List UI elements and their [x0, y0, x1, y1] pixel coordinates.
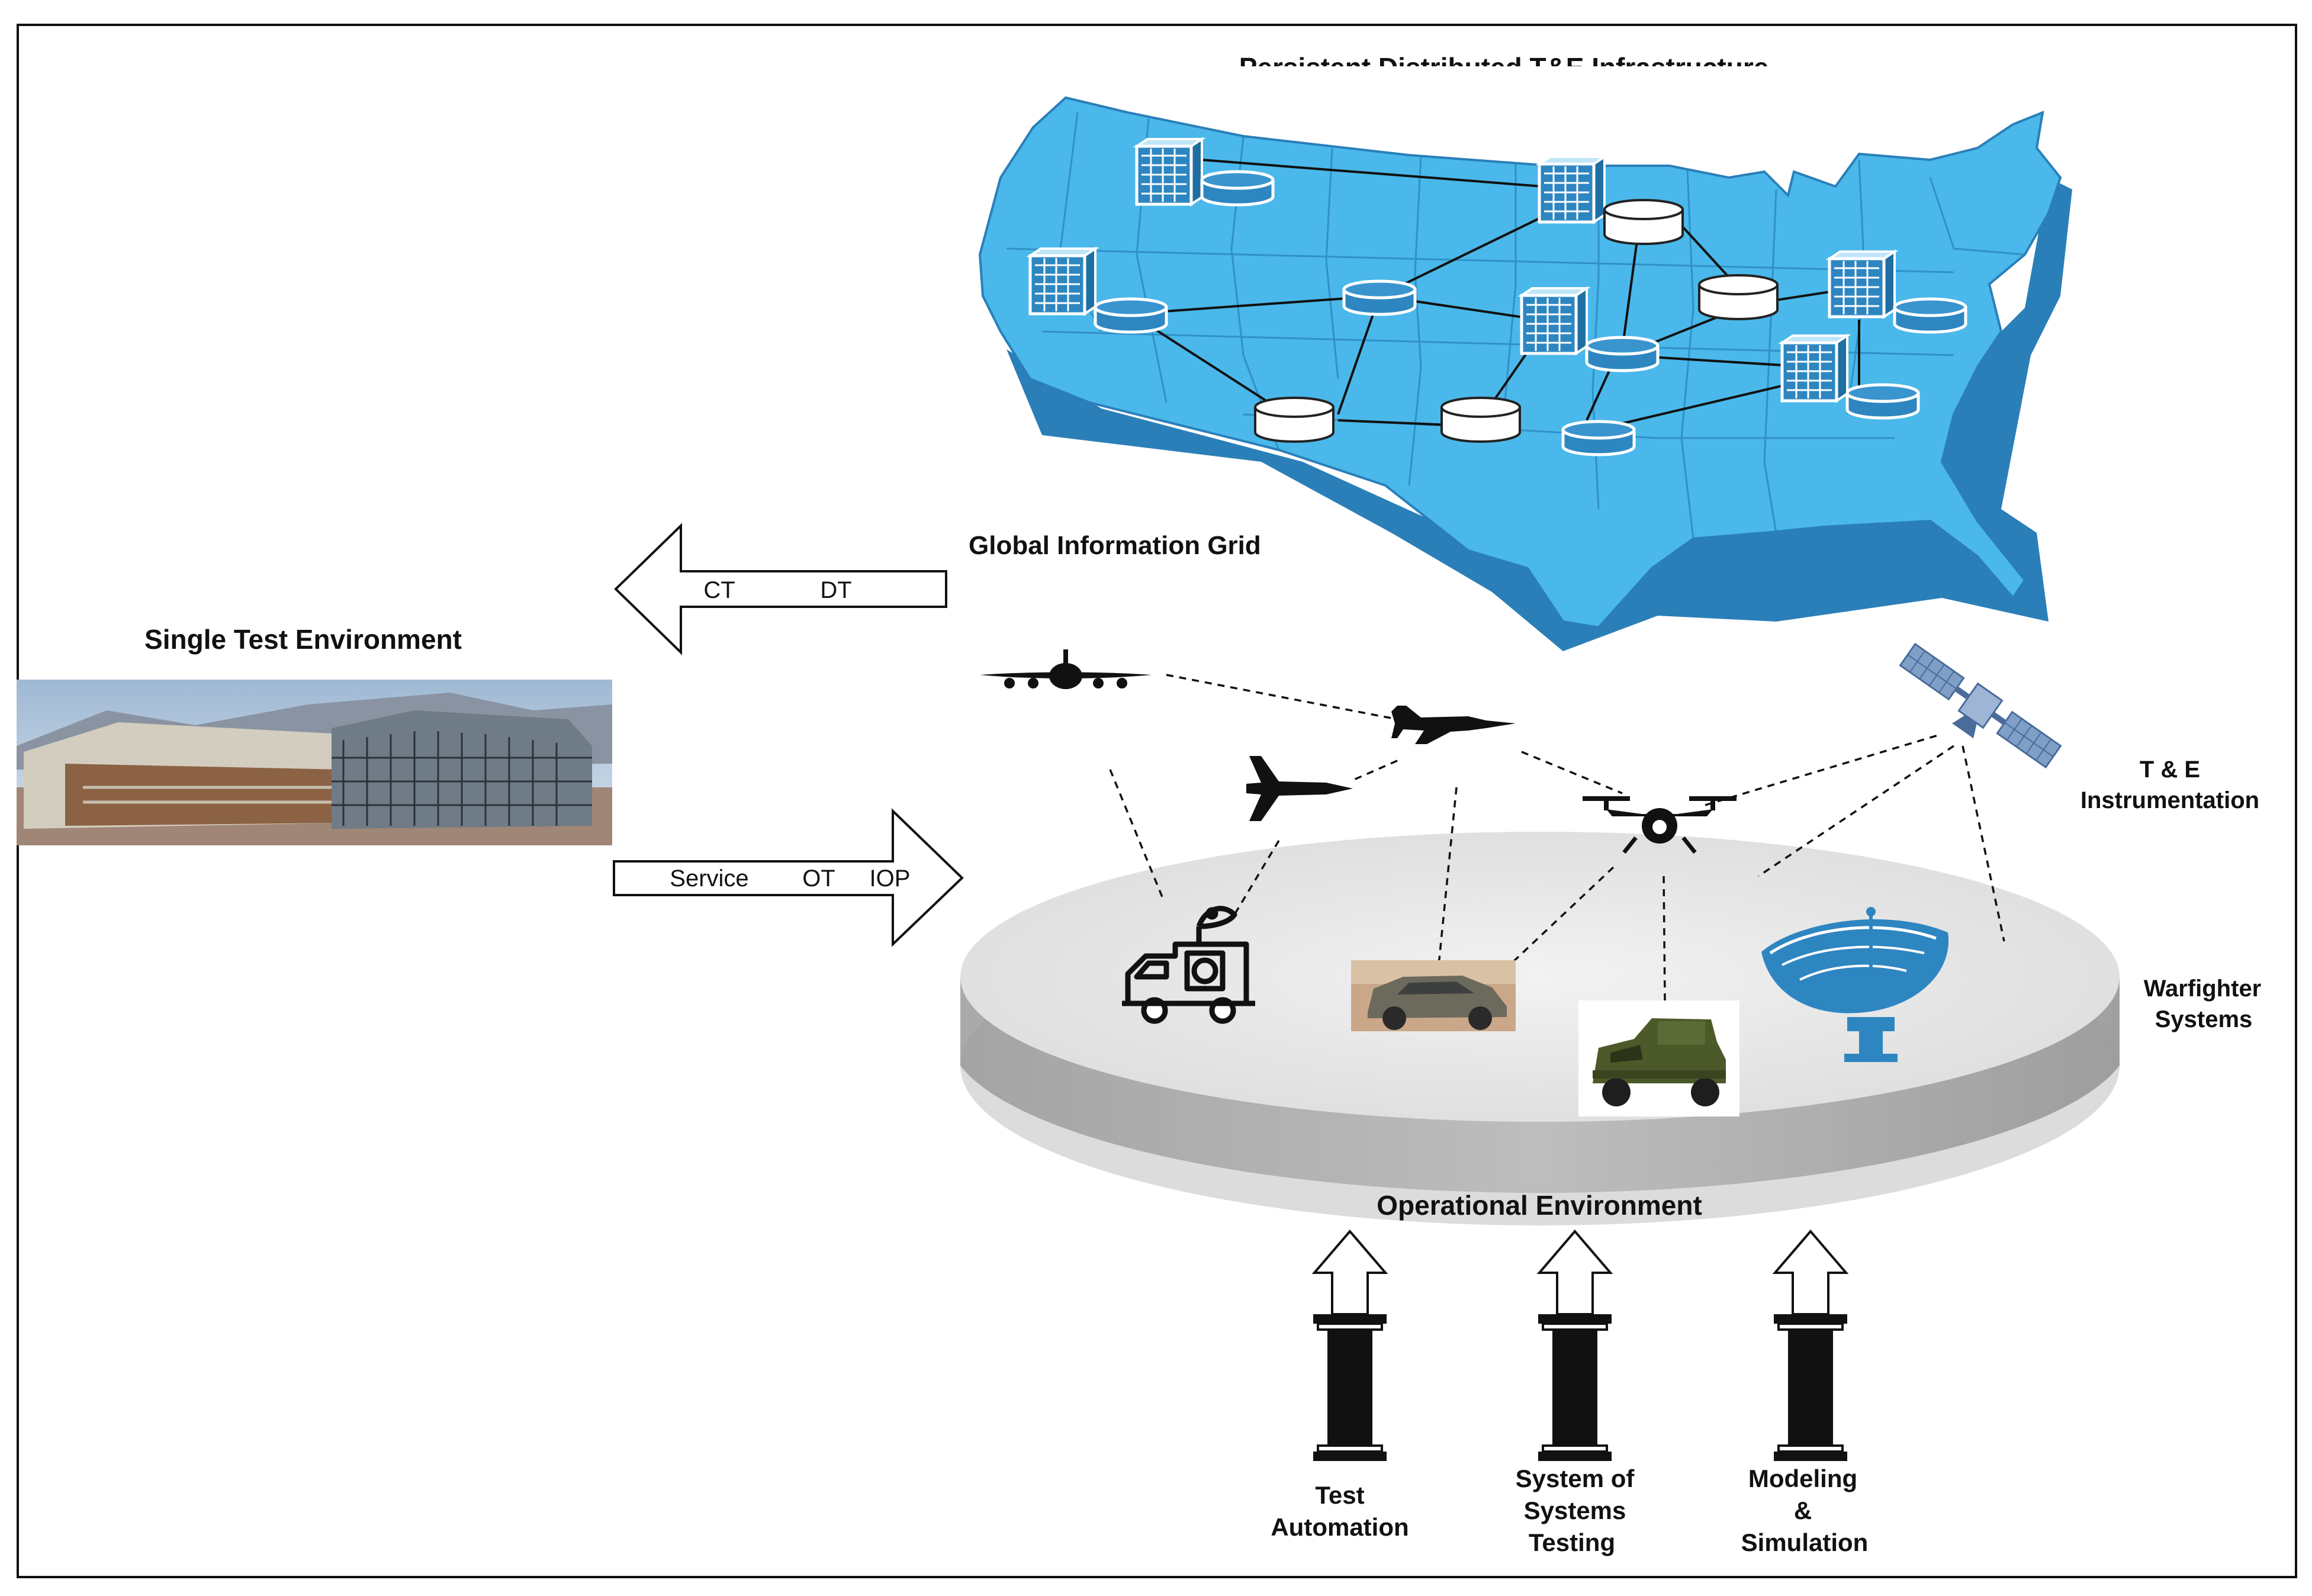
warfighter-label-line: Systems [2155, 1006, 2253, 1032]
database-icon [1587, 337, 1658, 371]
database-icon [1698, 274, 1779, 320]
pillar-label-line: Systems [1524, 1497, 1626, 1524]
pillar-label-line: Automation [1271, 1513, 1409, 1541]
fighter-jet-icon [1391, 706, 1516, 744]
drone-icon [1583, 796, 1737, 854]
satellite-icon [1899, 642, 2062, 769]
arrow-right-item: OT [802, 865, 835, 892]
database-icon [1254, 397, 1335, 443]
operational-environment-label: Operational Environment [1377, 1190, 1702, 1221]
server-rack-icon [1030, 249, 1095, 314]
arrow-right-item: IOP [870, 865, 911, 892]
pillar-test-automation: Test Automation [1271, 1230, 1409, 1541]
global-information-grid-label: Global Information Grid [969, 531, 1261, 560]
instrumentation-label-line: Instrumentation [2081, 787, 2259, 813]
arrow-left-item: DT [820, 577, 851, 603]
server-rack-icon [1829, 252, 1895, 317]
server-rack-icon [1137, 139, 1202, 204]
arrow-right-item: Service [670, 865, 748, 892]
pillar-label-line: System of [1516, 1465, 1635, 1492]
pillar-label-line: Simulation [1741, 1529, 1869, 1556]
arrow-left-item: CT [703, 577, 735, 603]
dashed-links [1109, 674, 2005, 1001]
database-icon [1895, 299, 1966, 332]
us-map [965, 66, 2130, 667]
pillar-label-line: Testing [1529, 1529, 1615, 1556]
fighter-jet-icon [1246, 756, 1353, 821]
pillar-label-line: Modeling [1748, 1465, 1857, 1492]
server-rack-icon [1522, 288, 1587, 353]
database-icon [1847, 385, 1918, 418]
pillar-modeling-simulation: Modeling & Simulation [1741, 1230, 1869, 1556]
suv-icon [1351, 960, 1516, 1031]
operational-platform [960, 832, 2120, 1225]
building-photo [17, 680, 612, 845]
database-icon [1202, 172, 1273, 205]
single-test-environment-label: Single Test Environment [144, 624, 462, 655]
pillar-label-line: & [1794, 1497, 1812, 1524]
airliner-icon [980, 649, 1152, 689]
server-rack-icon [1782, 336, 1847, 401]
database-icon [1344, 281, 1415, 314]
database-icon [1440, 397, 1521, 443]
arrow-right: Service OT IOP [613, 808, 964, 947]
warfighter-label-line: Warfighter [2144, 976, 2262, 1002]
humvee-icon [1578, 1000, 1739, 1116]
radar-dish-icon [1761, 907, 1949, 1062]
database-icon [1095, 299, 1166, 332]
server-rack-icon [1539, 157, 1604, 222]
database-icon [1563, 421, 1634, 455]
mobile-station-icon [1122, 906, 1255, 1024]
pillar-system-of-systems-testing: System of Systems Testing [1516, 1230, 1635, 1556]
database-icon [1603, 199, 1684, 245]
instrumentation-label-line: T & E [2140, 757, 2200, 783]
pillar-label-line: Test [1315, 1481, 1364, 1509]
arrow-left: CT DT [614, 523, 947, 655]
